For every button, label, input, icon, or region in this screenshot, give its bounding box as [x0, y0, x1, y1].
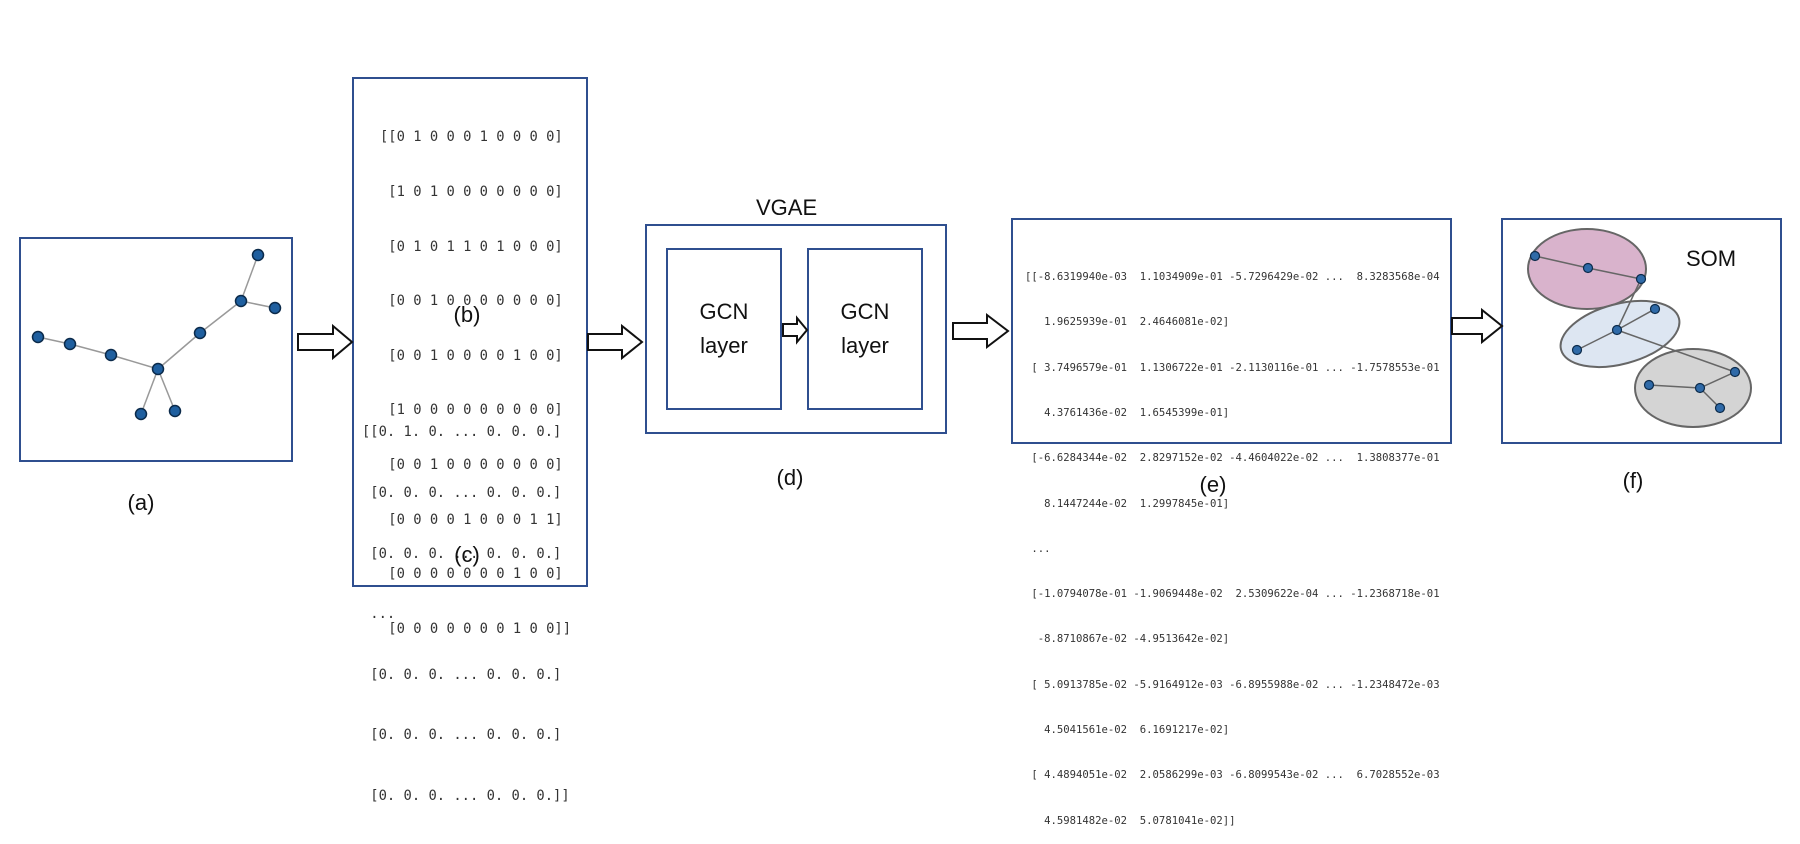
caption-d: (d) [776, 465, 804, 490]
arrow-right-icon [782, 315, 809, 345]
graph-node [251, 248, 265, 262]
embedding-line: 1.9625939e-01 2.4646081e-02] [1025, 316, 1230, 329]
caption-a: (a) [127, 490, 155, 515]
gcn-layer-2-line2: layer [841, 333, 889, 358]
graph-edge [110, 354, 159, 370]
som-node [1611, 324, 1623, 336]
graph-node [134, 407, 148, 421]
som-node [1643, 379, 1655, 391]
som-edge [1699, 371, 1736, 389]
arrow-right-icon [297, 323, 354, 361]
matrix-row: [0 0 0 0 0 0 0 1 0 0] [380, 566, 563, 583]
som-node [1529, 250, 1541, 262]
embedding-line: [-1.0794078e-01 -1.9069448e-02 2.5309622… [1025, 588, 1440, 601]
vgae-title: VGAE [756, 195, 818, 220]
som-edge [1616, 308, 1656, 331]
gcn-layer-2-line1: GCN [840, 299, 890, 324]
graph-edge [157, 332, 201, 370]
som-title: SOM [1686, 246, 1737, 271]
som-node [1635, 273, 1647, 285]
input-graph [37, 254, 276, 415]
matrix-row: [[0. 1. 0. ... 0. 0. 0.] [362, 424, 562, 441]
som-node [1582, 262, 1594, 274]
arrow-right-icon [952, 312, 1010, 350]
arrow-right-icon [587, 323, 644, 361]
som-node [1694, 382, 1706, 394]
embedding-line: [ 3.7496579e-01 1.1306722e-01 -2.1130116… [1025, 361, 1440, 374]
input-graph-nodes [31, 248, 282, 421]
panel-a-frame [19, 237, 293, 462]
matrix-row: [1 0 1 0 0 0 0 0 0 0] [380, 184, 563, 201]
graph-node [193, 326, 207, 340]
graph-edge [240, 254, 259, 302]
embedding-line: -8.8710867e-02 -4.9513642e-02] [1025, 633, 1230, 646]
som-edge [1616, 329, 1736, 373]
matrix-row: [0 1 0 1 1 0 1 0 0 0] [380, 238, 563, 255]
matrix-row: ... [362, 606, 396, 623]
caption-f: (f) [1622, 468, 1644, 493]
matrix-row: [0 0 1 0 0 0 0 0 0 0] [380, 457, 563, 474]
som-edge [1587, 267, 1642, 280]
matrix-row: [1 0 0 0 0 0 0 0 0 0] [380, 402, 563, 419]
matrix-row: [0. 0. 0. ... 0. 0. 0.] [362, 666, 562, 683]
matrix-row: [0. 0. 0. ... 0. 0. 0.] [362, 545, 562, 562]
som-edge [1534, 255, 1589, 269]
graph-edge [69, 343, 112, 356]
som-node [1729, 366, 1741, 378]
caption-c: (c) [454, 542, 480, 567]
caption-b: (b) [453, 302, 481, 327]
embedding-line: [-6.6284344e-02 2.8297152e-02 -4.4604022… [1025, 452, 1440, 465]
som-nodes [1529, 250, 1741, 414]
matrix-row: [0 0 1 0 0 0 0 0 0 0] [380, 293, 563, 310]
som-edge [1616, 278, 1642, 331]
matrix-row: [0 0 1 0 0 0 0 1 0 0] [380, 347, 563, 364]
embedding-line: 4.3761436e-02 1.6545399e-01] [1025, 407, 1230, 420]
arrow-right-icon [1451, 307, 1504, 345]
embedding-line: 4.5981482e-02 5.0781041e-02]] [1025, 814, 1236, 827]
som-edge [1648, 384, 1701, 389]
matrix-row: [0. 0. 0. ... 0. 0. 0.]] [362, 788, 570, 805]
graph-node [234, 294, 248, 308]
gcn-layer-1-line1: GCN [699, 299, 749, 324]
som-edge [1576, 329, 1618, 351]
embedding-line: [ 4.4894051e-02 2.0586299e-03 -6.8099543… [1025, 769, 1440, 782]
embedding-line: ... [1025, 542, 1051, 555]
graph-node [63, 337, 77, 351]
graph-edge [199, 300, 242, 334]
graph-edge [157, 368, 176, 412]
som-node [1571, 344, 1583, 356]
embedding-line: 8.1447244e-02 1.2997845e-01] [1025, 497, 1230, 510]
diagram-graphics [31, 228, 1752, 428]
graph-node [268, 301, 282, 315]
graph-node [168, 404, 182, 418]
som-node [1649, 303, 1661, 315]
gcn-layer-1-line2: layer [700, 333, 748, 358]
caption-e: (e) [1199, 472, 1227, 497]
som-clusters [1527, 228, 1752, 428]
graph-edge [140, 368, 159, 415]
panel-bc-frame [352, 77, 588, 587]
graph-node [31, 330, 45, 344]
embedding-line: 4.5041561e-02 6.1691217e-02] [1025, 724, 1230, 736]
gcn-layer-2: GCN layer [807, 248, 923, 410]
matrix-row: [0. 0. 0. ... 0. 0. 0.] [362, 727, 562, 744]
matrix-row: [[0 1 0 0 0 1 0 0 0 0] [380, 129, 563, 146]
matrix-row: [0. 0. 0. ... 0. 0. 0.] [362, 485, 562, 502]
embedding-line: [[-8.6319940e-03 1.1034909e-01 -5.729642… [1025, 271, 1440, 284]
som-node [1714, 402, 1726, 414]
graph-node [104, 348, 118, 362]
matrix-row: [0 0 0 0 1 0 0 0 1 1] [380, 511, 563, 528]
adjacency-matrix: [[0 1 0 0 0 1 0 0 0 0] [1 0 1 0 0 0 0 0 … [380, 92, 571, 656]
embedding-line: [ 5.0913785e-02 -5.9164912e-03 -6.895598… [1025, 678, 1440, 691]
graph-node [151, 362, 165, 376]
gcn-layer-1: GCN layer [666, 248, 782, 410]
